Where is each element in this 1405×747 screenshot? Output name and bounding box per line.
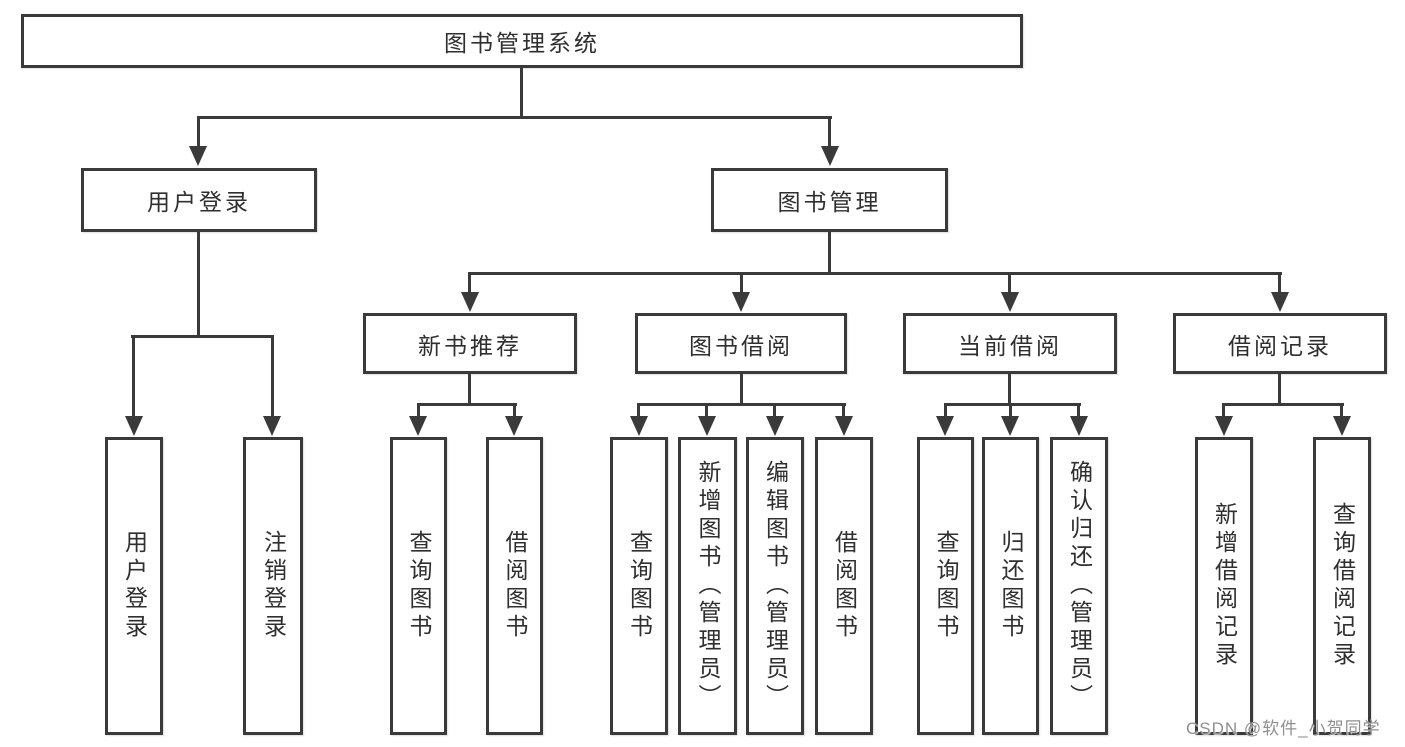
node-user-login-label: 用户登录 [147, 189, 251, 215]
arrow-down-icon [1215, 416, 1233, 436]
leaf-logout-label: 注销登录 [260, 530, 287, 642]
connector-l2-shaft-1 [468, 275, 471, 295]
leaf-user-login-label: 用户登录 [121, 530, 148, 642]
connector-bb-bar [637, 403, 846, 406]
connector-leaf-shaft [513, 406, 516, 418]
connector-user-stub [197, 232, 200, 335]
connector-user-shaft-left [132, 338, 135, 418]
connector-leaf-shaft [1077, 406, 1080, 418]
connector-root-stub [520, 68, 523, 116]
connector-l2-shaft-2 [740, 275, 743, 295]
leaf-current-return: 归还图书 [982, 437, 1039, 735]
watermark: CSDN @软件_小贺同学 [1186, 719, 1381, 738]
arrow-down-icon [821, 146, 839, 166]
arrow-down-icon [936, 416, 954, 436]
arrow-down-icon [461, 292, 479, 312]
leaf-newbooks-query: 查询图书 [390, 437, 447, 735]
node-book-borrow-label: 图书借阅 [689, 332, 793, 359]
leaf-logout: 注销登录 [243, 437, 303, 735]
connector-cb-bar [944, 403, 1081, 406]
connector-l2-bar [468, 272, 1282, 275]
connector-mgmt-stub [828, 232, 831, 272]
node-current-borrow-label: 当前借阅 [958, 332, 1062, 359]
arrow-down-icon [698, 416, 716, 436]
arrow-down-icon [766, 416, 784, 436]
node-book-mgmt-label: 图书管理 [777, 189, 882, 215]
connector-leaf-shaft [1222, 406, 1225, 418]
node-current-borrow: 当前借阅 [903, 313, 1117, 374]
leaf-current-return-label: 归还图书 [998, 530, 1024, 642]
leaf-borrow-add: 新增图书（管理员） [678, 437, 737, 735]
leaf-newbooks-borrow: 借阅图书 [486, 437, 543, 735]
arrow-down-icon [1001, 416, 1019, 436]
leaf-records-add-label: 新增借阅记录 [1211, 502, 1238, 670]
leaf-newbooks-borrow-label: 借阅图书 [502, 530, 528, 642]
connector-br-bar [1222, 403, 1344, 406]
node-new-books: 新书推荐 [363, 313, 577, 374]
connector-l2-shaft-3 [1008, 275, 1011, 295]
leaf-borrow-query: 查询图书 [610, 437, 668, 735]
arrow-down-icon [505, 416, 523, 436]
connector-leaf-shaft [417, 406, 420, 418]
connector-l1-shaft-right [828, 119, 831, 147]
node-root: 图书管理系统 [21, 14, 1023, 68]
leaf-borrow-query-label: 查询图书 [626, 530, 653, 642]
arrow-down-icon [835, 416, 853, 436]
arrow-down-icon [1271, 292, 1289, 312]
arrow-down-icon [1001, 292, 1019, 312]
arrow-down-icon [263, 416, 281, 436]
connector-l2-shaft-4 [1278, 275, 1281, 295]
connector-cb-stub [1008, 374, 1011, 403]
connector-leaf-shaft [637, 406, 640, 418]
leaf-current-confirm: 确认归还（管理员） [1050, 437, 1108, 735]
connector-l1-shaft-left [197, 119, 200, 147]
connector-user-shaft-right [271, 338, 274, 418]
connector-leaf-shaft [944, 406, 947, 418]
connector-user-bar [131, 335, 274, 338]
connector-leaf-shaft [705, 406, 708, 418]
leaf-borrow-borrow: 借阅图书 [815, 437, 873, 735]
connector-leaf-shaft [1009, 406, 1012, 418]
arrow-down-icon [189, 146, 207, 166]
node-new-books-label: 新书推荐 [418, 332, 522, 359]
leaf-current-query: 查询图书 [917, 437, 974, 735]
leaf-user-login: 用户登录 [105, 437, 163, 735]
leaf-current-query-label: 查询图书 [933, 530, 959, 642]
arrow-down-icon [1070, 416, 1088, 436]
connector-br-stub [1278, 374, 1281, 403]
connector-nb-bar [417, 403, 517, 406]
connector-leaf-shaft [842, 406, 845, 418]
arrow-down-icon [630, 416, 648, 436]
leaf-records-query: 查询借阅记录 [1313, 437, 1371, 735]
node-borrow-records-label: 借阅记录 [1228, 332, 1332, 359]
connector-nb-stub [468, 374, 471, 403]
arrow-down-icon [732, 292, 750, 312]
node-root-label: 图书管理系统 [444, 30, 600, 56]
connector-l1-bar [197, 116, 832, 119]
arrow-down-icon [125, 416, 143, 436]
node-book-mgmt: 图书管理 [711, 168, 948, 232]
leaf-borrow-edit: 编辑图书（管理员） [746, 437, 804, 735]
node-borrow-records: 借阅记录 [1173, 313, 1387, 374]
leaf-newbooks-query-label: 查询图书 [406, 530, 432, 642]
arrow-down-icon [409, 416, 427, 436]
leaf-borrow-edit-label: 编辑图书（管理员） [762, 460, 789, 712]
node-book-borrow: 图书借阅 [635, 313, 847, 374]
leaf-records-add: 新增借阅记录 [1195, 437, 1253, 735]
connector-leaf-shaft [773, 406, 776, 418]
leaf-records-query-label: 查询借阅记录 [1329, 502, 1356, 670]
leaf-borrow-add-label: 新增图书（管理员） [695, 460, 721, 712]
connector-leaf-shaft [1340, 406, 1343, 418]
arrow-down-icon [1333, 416, 1351, 436]
leaf-current-confirm-label: 确认归还（管理员） [1066, 460, 1093, 712]
node-user-login: 用户登录 [81, 168, 317, 232]
connector-bb-stub [740, 374, 743, 403]
leaf-borrow-borrow-label: 借阅图书 [831, 530, 858, 642]
